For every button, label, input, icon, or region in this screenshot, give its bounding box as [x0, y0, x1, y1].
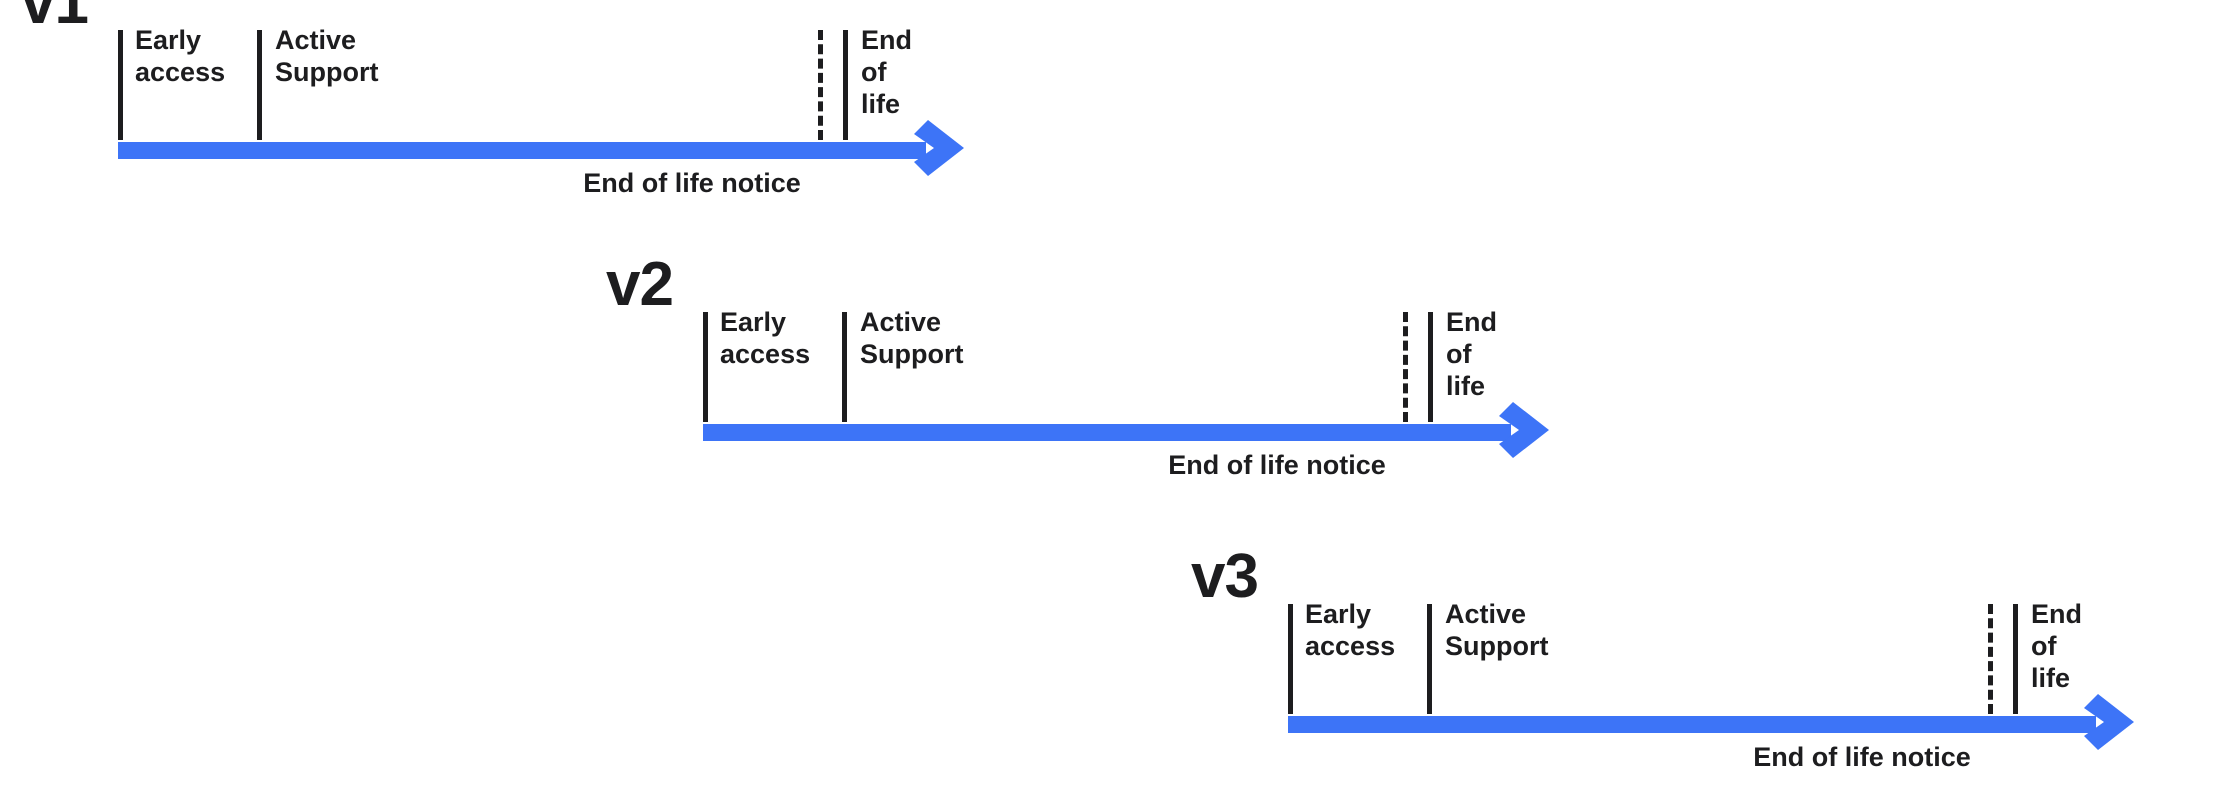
- rail-caption-v3: End of life notice: [1753, 742, 1971, 772]
- phase-tick-start-v1: [118, 30, 123, 140]
- version-label-v1: v1: [21, 0, 89, 37]
- phase-tick-active-support-v3: [1427, 604, 1432, 714]
- lifecycle-rail-v3: [1288, 716, 2096, 733]
- version-label-v3: v3: [1191, 542, 1259, 611]
- phase-label-active-support-v2: Active Support: [860, 307, 964, 369]
- phase-label-end-of-life-v1: End of life: [861, 25, 912, 119]
- phase-tick-end-of-life-v2: [1428, 312, 1433, 422]
- rail-arrow-icon-v1: [912, 118, 982, 182]
- lifecycle-rail-v1: [118, 142, 926, 159]
- rail-caption-v1: End of life notice: [583, 168, 801, 198]
- rail-caption-v2: End of life notice: [1168, 450, 1386, 480]
- phase-label-early-access-v1: Early access: [135, 25, 226, 87]
- eol-notice-marker-v1: [818, 30, 823, 140]
- phase-tick-active-support-v2: [842, 312, 847, 422]
- phase-tick-start-v2: [703, 312, 708, 422]
- version-label-v2: v2: [606, 250, 674, 319]
- phase-label-active-support-v3: Active Support: [1445, 599, 1549, 661]
- phase-label-end-of-life-v3: End of life: [2031, 599, 2082, 693]
- eol-notice-marker-v3: [1988, 604, 1993, 714]
- rail-arrow-icon-v3: [2082, 692, 2152, 756]
- phase-tick-end-of-life-v1: [843, 30, 848, 140]
- phase-tick-end-of-life-v3: [2013, 604, 2018, 714]
- phase-tick-start-v3: [1288, 604, 1293, 714]
- rail-arrow-icon-v2: [1497, 400, 1567, 464]
- eol-notice-marker-v2: [1403, 312, 1408, 422]
- phase-label-early-access-v2: Early access: [720, 307, 811, 369]
- lifecycle-rail-v2: [703, 424, 1511, 441]
- phase-label-end-of-life-v2: End of life: [1446, 307, 1497, 401]
- phase-label-early-access-v3: Early access: [1305, 599, 1396, 661]
- phase-label-active-support-v1: Active Support: [275, 25, 379, 87]
- phase-tick-active-support-v1: [257, 30, 262, 140]
